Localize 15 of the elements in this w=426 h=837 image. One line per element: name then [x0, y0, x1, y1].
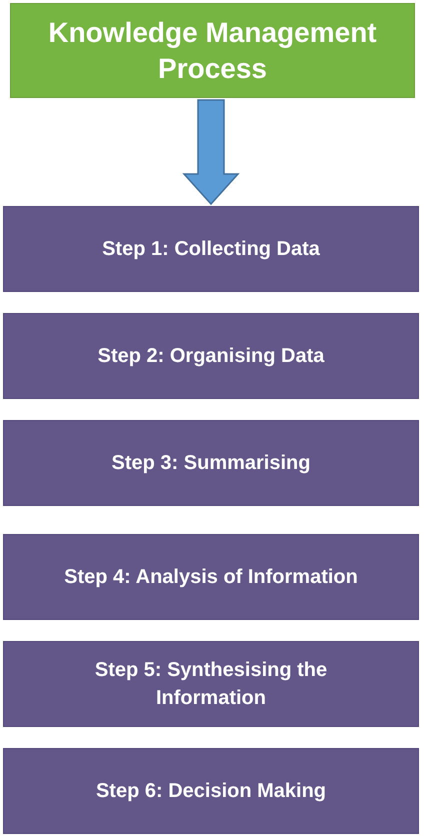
- step-label: Step 6: Decision Making: [96, 779, 326, 804]
- step-label: Step 3: Summarising: [112, 451, 310, 476]
- step-label: Step 4: Analysis of Information: [64, 565, 358, 590]
- step-box: [3, 748, 419, 834]
- step-box: [3, 534, 419, 620]
- step-box: [3, 206, 419, 292]
- step-label: Step 1: Collecting Data: [102, 237, 320, 262]
- step-label: Knowledge Management Process: [47, 16, 378, 86]
- step-label: Step 2: Organising Data: [98, 344, 324, 369]
- step-box: [3, 641, 419, 727]
- step-box: [3, 313, 419, 399]
- block-arrow: [182, 99, 240, 206]
- title-box: [10, 3, 415, 98]
- step-label: Step 5: Synthesising the Information: [94, 658, 328, 711]
- step-box: [3, 420, 419, 506]
